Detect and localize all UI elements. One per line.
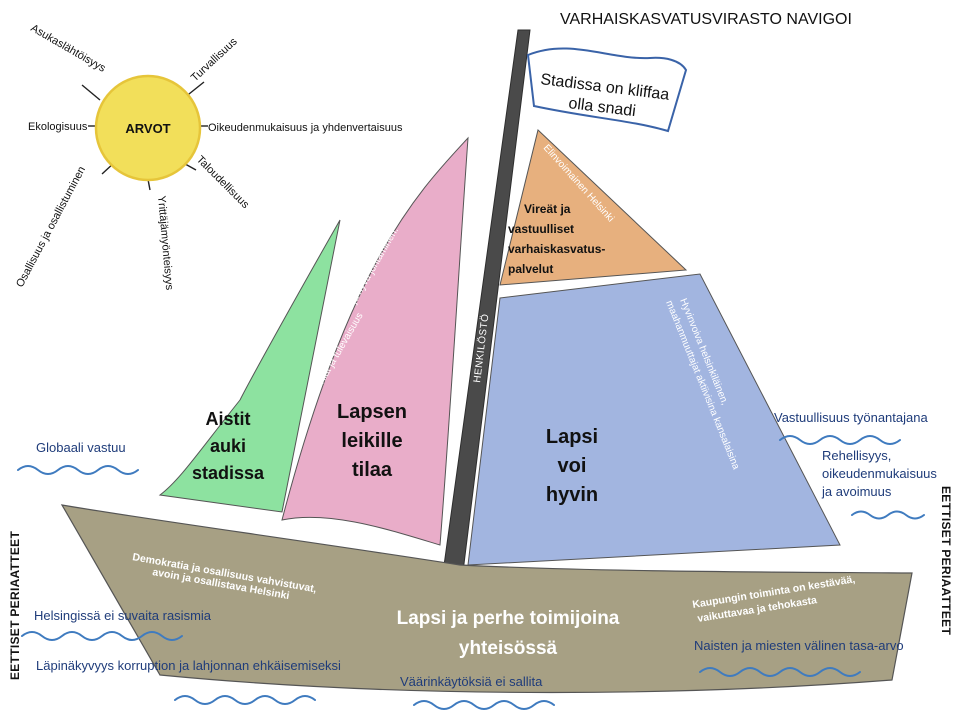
orange-title-line: varhaiskasvatus- [508,242,605,256]
green-title-line: Aistit [206,409,251,429]
value-ekologisuus: Ekologisuus [28,121,88,133]
green-sail [158,219,341,513]
pink-sail [281,136,469,546]
wave [21,631,183,641]
green-title-line: auki [210,436,246,456]
value-yrittajamyonteisyys: Yrittäjämyönteisyys [155,195,175,291]
sun-values: ARVOT Asukaslähtöisyys Turvallisuus Ekol… [14,22,403,291]
ethics-rasismi: Helsingissä ei suvaita rasismia [34,608,212,623]
boat-hull [60,504,913,694]
value-taloudellisuus: Taloudellisuus [194,154,252,212]
green-title-line: stadissa [192,463,265,483]
hull-title-line1: Lapsi ja perhe toimijoina [397,608,620,629]
ethics-side-label-left: EETTISET PERIAATTEET [8,531,22,680]
blue-title-line: hyvin [546,484,598,506]
blue-sail [467,273,841,566]
ethics-side-label-right: EETTISET PERIAATTEET [939,486,953,635]
orange-title-line: palvelut [508,262,553,276]
orange-sail [499,129,688,286]
ethics-globaali-vastuu: Globaali vastuu [36,440,126,455]
wave [779,435,901,445]
value-osallisuus: Osallisuus ja osallistuminen [14,164,88,289]
green-sail-title: Aistit auki stadissa [192,409,265,483]
pink-title-line: Lapsen [337,401,407,423]
ethics-vaarinkaytokset: Väärinkäytöksiä ei sallita [400,674,543,689]
ethics-lapinakyvyys: Läpinäkyvyys korruption ja lahjonnan ehk… [36,658,341,673]
pink-sail-title: Lapsen leikille tilaa [337,401,407,481]
orange-title-line: Vireät ja [524,202,571,216]
sun-circle [94,74,202,182]
blue-title-line: Lapsi [546,426,598,448]
sun-center-label: ARVOT [125,121,170,136]
value-oikeudenmukaisuus: Oikeudenmukaisuus ja yhdenvertaisuus [208,122,403,134]
wave [699,667,861,677]
pink-title-line: tilaa [352,459,393,481]
wave [413,700,555,710]
blue-sail-title: Lapsi voi hyvin [546,426,598,506]
ethics-rehellisyys-line2: oikeudenmukaisuus [822,466,937,481]
wave [17,465,139,475]
ethics-tasa-arvo: Naisten ja miesten välinen tasa-arvo [694,638,904,653]
orange-title-line: vastuulliset [508,222,574,236]
flag [526,47,688,133]
wave [851,510,925,520]
value-asukaslahtoisyys: Asukaslähtöisyys [29,22,108,75]
orange-sail-title: Vireät ja vastuulliset varhaiskasvatus- … [508,202,605,276]
sun-ray [81,84,101,101]
value-turvallisuus: Turvallisuus [189,35,240,84]
wave [174,695,316,705]
waves [17,435,925,710]
blue-title-line: voi [558,455,587,477]
hull-title-line2: yhteisössä [459,638,558,659]
ethics-rehellisyys-line3: ja avoimuus [821,484,892,499]
header-title: VARHAISKASVATUSVIRASTO NAVIGOI [560,11,852,28]
ethics-vastuullisuus: Vastuullisuus työnantajana [774,410,928,425]
ethics-rehellisyys-line1: Rehellisyys, [822,448,891,463]
pink-title-line: leikille [341,430,402,452]
